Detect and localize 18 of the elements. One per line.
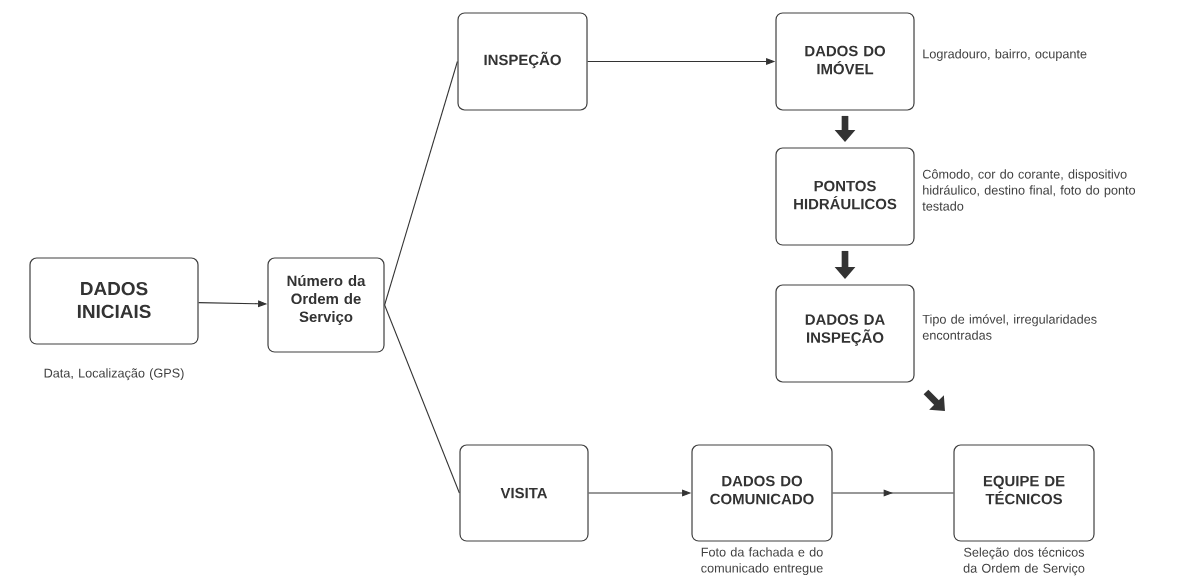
annotation-text: Tipo de imóvel, irregularidades encontradas bbox=[922, 314, 1097, 340]
connector-line bbox=[384, 60, 458, 306]
process-box: INSPEÇÃO bbox=[457, 12, 588, 111]
process-box: PONTOS HIDRÁULICOS bbox=[775, 147, 915, 246]
connector-line bbox=[384, 304, 460, 494]
annotation-text: Seleção dos técnicos da Ordem de Serviço bbox=[963, 547, 1085, 576]
process-box: DADOS DO COMUNICADO bbox=[691, 444, 833, 542]
process-box: DADOS DO IMÓVEL bbox=[775, 12, 915, 111]
arrow bbox=[832, 489, 954, 497]
annotation-text: Cômodo, cor do corante, dispositivo hidráulico, destino final, foto do ponto testado bbox=[922, 169, 1136, 211]
annotation-text: Data, Localização (GPS) bbox=[44, 368, 184, 381]
process-box: VISITA bbox=[459, 444, 589, 542]
annotation-text: Foto da fachada e do comunicado entregue bbox=[701, 547, 823, 576]
process-box: EQUIPE DE TÉCNICOS bbox=[953, 444, 1095, 542]
process-box: DADOS DA INSPEÇÃO bbox=[775, 284, 915, 383]
process-box: Número da Ordem de Serviço bbox=[267, 257, 385, 353]
annotation-text: Logradouro, bairro, ocupante bbox=[923, 49, 1087, 61]
process-box: DADOS INICIAIS bbox=[29, 257, 199, 345]
